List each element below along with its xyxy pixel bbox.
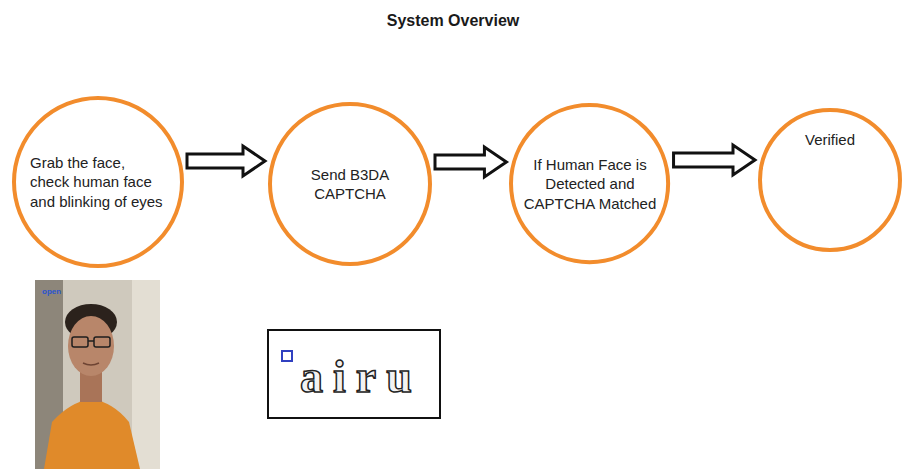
- process-circle: Grab the face, check human face and blin…: [12, 96, 184, 268]
- captcha-frame: [268, 330, 440, 418]
- circle-outline: [268, 102, 432, 266]
- circle-border: [511, 105, 668, 262]
- webcam-photo: [35, 280, 160, 469]
- circle-border: [14, 98, 182, 266]
- block-arrow: [187, 146, 265, 176]
- circle-border: [270, 104, 430, 264]
- captcha-text: airu: [300, 354, 422, 400]
- circle-outline: [758, 108, 902, 252]
- person-face: [68, 316, 114, 376]
- circle-border: [760, 110, 900, 250]
- person-mouth: [83, 363, 99, 365]
- block-arrow: [435, 147, 506, 177]
- title-wrap: System Overview: [0, 12, 906, 30]
- node-text: Verified: [805, 130, 855, 150]
- label-wrap: airu: [300, 354, 422, 400]
- node-text: If Human Face is Detected and CAPTCHA Ma…: [522, 155, 657, 214]
- diagram-title: System Overview: [0, 12, 906, 30]
- state-label: open: [42, 287, 61, 296]
- node-text: Grab the face, check human face and blin…: [30, 153, 166, 212]
- person-shirt: [44, 399, 140, 469]
- photo-wall: [35, 280, 160, 469]
- process-circle: Send B3DA CAPTCHA: [268, 102, 432, 266]
- captcha-marker: [282, 351, 292, 361]
- glasses-lens: [72, 337, 88, 347]
- block-arrow: [674, 145, 755, 175]
- glasses-bridge: [88, 340, 94, 342]
- glasses-lens: [94, 337, 110, 347]
- label-wrap: open: [42, 287, 61, 296]
- process-circle: If Human Face is Detected and CAPTCHA Ma…: [509, 103, 670, 264]
- process-circle: Verified: [758, 108, 902, 252]
- photo-light-wall: [132, 280, 160, 469]
- node-text: Send B3DA CAPTCHA: [295, 165, 405, 204]
